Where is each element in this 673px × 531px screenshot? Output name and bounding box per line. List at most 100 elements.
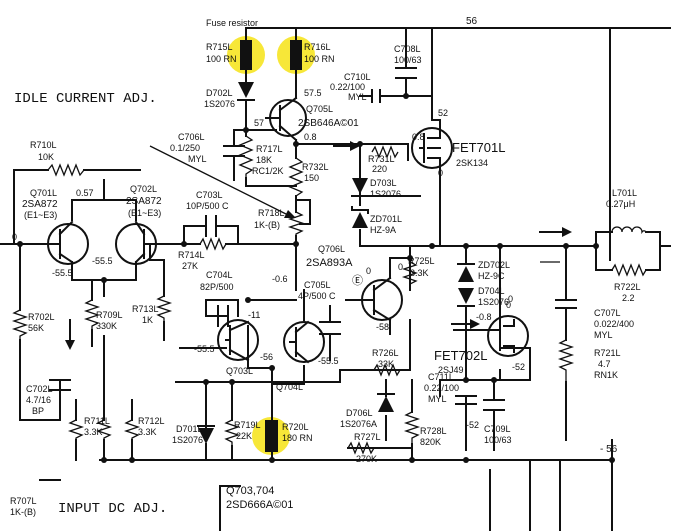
r712l-val: 3.3K	[138, 427, 157, 437]
r710l-resistor	[47, 163, 85, 177]
r711l-val: 3.3K	[84, 427, 103, 437]
r707l-ref: R707L	[10, 496, 37, 506]
r716l-body	[290, 40, 302, 70]
c706l-val: 0.1/250	[170, 143, 200, 153]
c703l-capacitor	[199, 215, 225, 237]
zd702l-val: HZ-9C	[478, 271, 505, 281]
q702l-val: 2SA872	[126, 196, 162, 207]
r732l-ref: R732L	[302, 162, 329, 172]
r728l-val: 820K	[420, 437, 441, 447]
c702l-type: BP	[32, 406, 44, 416]
r714l-resistor	[199, 237, 227, 251]
wiring	[0, 27, 671, 531]
c707l-type: MYL	[594, 330, 613, 340]
q703l-ref: Q703L	[226, 366, 253, 376]
fet701l-ref: FET701L	[452, 140, 505, 155]
v-fet702-d: -52	[512, 362, 525, 372]
r715l-val: 100 RN	[206, 54, 237, 64]
zd701l-ref: ZD701L	[370, 214, 402, 224]
r714l-ref: R714L	[178, 250, 205, 260]
r718l-pot	[287, 211, 305, 236]
r717l-resistor	[238, 135, 254, 178]
r727l-ref: R727L	[354, 432, 381, 442]
q703-704-ref: Q703,704	[226, 485, 274, 497]
d701l-val: 1S2076	[172, 435, 203, 445]
v-out0: 0	[508, 294, 513, 304]
r716l-ref: R716L	[304, 42, 331, 52]
r732l-val: 150	[304, 173, 319, 183]
r726l-ref: R726L	[372, 348, 399, 358]
d703l-ref: D703L	[370, 178, 397, 188]
d704l-val: 1S2076	[478, 297, 509, 307]
q701l-transistor	[47, 220, 89, 265]
r702l-resistor	[11, 309, 29, 340]
r727l-val: 270K	[356, 454, 377, 464]
c709l-capacitor	[483, 399, 505, 411]
r709l-val: 330K	[96, 321, 117, 331]
q704l-ref: Q704L	[276, 382, 303, 392]
d704l-ref: D704L	[478, 286, 505, 296]
q706l-ref: Q706L	[318, 244, 345, 254]
d706l-ref: D706L	[346, 408, 373, 418]
r717l-ref: R717L	[256, 144, 283, 154]
v-q704-e: -55.5	[318, 356, 339, 366]
d704l-diode	[457, 288, 475, 307]
r720l-ref: R720L	[282, 422, 309, 432]
c707l-capacitor	[555, 299, 577, 331]
d702l-diode	[237, 82, 255, 101]
c705l-val: 4P/500 C	[298, 291, 336, 301]
q705l-ref: Q705L	[306, 104, 333, 114]
q702l-type: (E1~E3)	[128, 208, 161, 218]
r712l-ref: R712L	[138, 416, 165, 426]
v-fet701-g: 0.8	[412, 132, 425, 142]
q702l-transistor	[115, 220, 157, 265]
r712l-resistor	[123, 419, 141, 440]
c702l-capacitor	[49, 379, 71, 421]
q703-704-val: 2SD666A©01	[226, 499, 293, 511]
c704l-val: 82P/500	[200, 282, 234, 292]
l701l-ref: L701L	[612, 188, 637, 198]
v-q701-c: 0.57	[76, 188, 94, 198]
v-q706-b: 0	[366, 266, 371, 276]
c709l-ref: C709L	[484, 424, 511, 434]
c708l-val: 100/63	[394, 55, 422, 65]
c705l-ref: C705L	[304, 280, 331, 290]
r702l-val: 56K	[28, 323, 44, 333]
labels: 56 - 56 Fuse resistor IDLE CURRENT ADJ. …	[10, 16, 641, 517]
v-q701-e: -55.5	[52, 268, 73, 278]
l701l-val: 0.27μH	[606, 199, 635, 209]
rail-pos-label: 56	[466, 16, 478, 27]
r720l-body	[265, 420, 278, 452]
c710l-type: MYL	[348, 92, 367, 102]
c702l-val: 4.7/16	[26, 395, 51, 405]
v-in0: 0	[12, 232, 17, 242]
v-fet701-d: 52	[438, 108, 448, 118]
q706l-transistor	[361, 276, 403, 322]
v-q705-e: 57.5	[304, 88, 322, 98]
input-dc-adj-label: INPUT DC ADJ.	[58, 501, 167, 517]
v-fet701-s: 0	[438, 168, 443, 178]
zd702l-zener	[457, 263, 475, 282]
c704l-ref: C704L	[206, 270, 233, 280]
r702l-lower	[67, 419, 85, 440]
c711l-type: MYL	[428, 394, 447, 404]
d706l-diode	[377, 393, 395, 412]
fet702l-transistor	[487, 315, 529, 357]
r722l-ref: R722L	[614, 282, 641, 292]
r728l-ref: R728L	[420, 426, 447, 436]
c708l-ref: C708L	[394, 44, 421, 54]
d706l-val: 1S2076A	[340, 419, 377, 429]
v-q706-c: -58	[376, 322, 389, 332]
r717l-type: RC1/2K	[252, 166, 284, 176]
q701l-ref: Q701L	[30, 188, 57, 198]
c710l-val: 0.22/100	[330, 82, 365, 92]
idle-current-adj-label: IDLE CURRENT ADJ.	[14, 91, 157, 107]
r725l-ref: R725L	[408, 256, 435, 266]
v-q703-e: -56	[260, 352, 273, 362]
c711l-capacitor	[455, 395, 477, 405]
q703l-transistor	[217, 319, 259, 362]
q701l-val: 2SA872	[22, 199, 58, 210]
r713l-val: 1K	[142, 315, 153, 325]
r721l-ref: R721L	[594, 348, 621, 358]
